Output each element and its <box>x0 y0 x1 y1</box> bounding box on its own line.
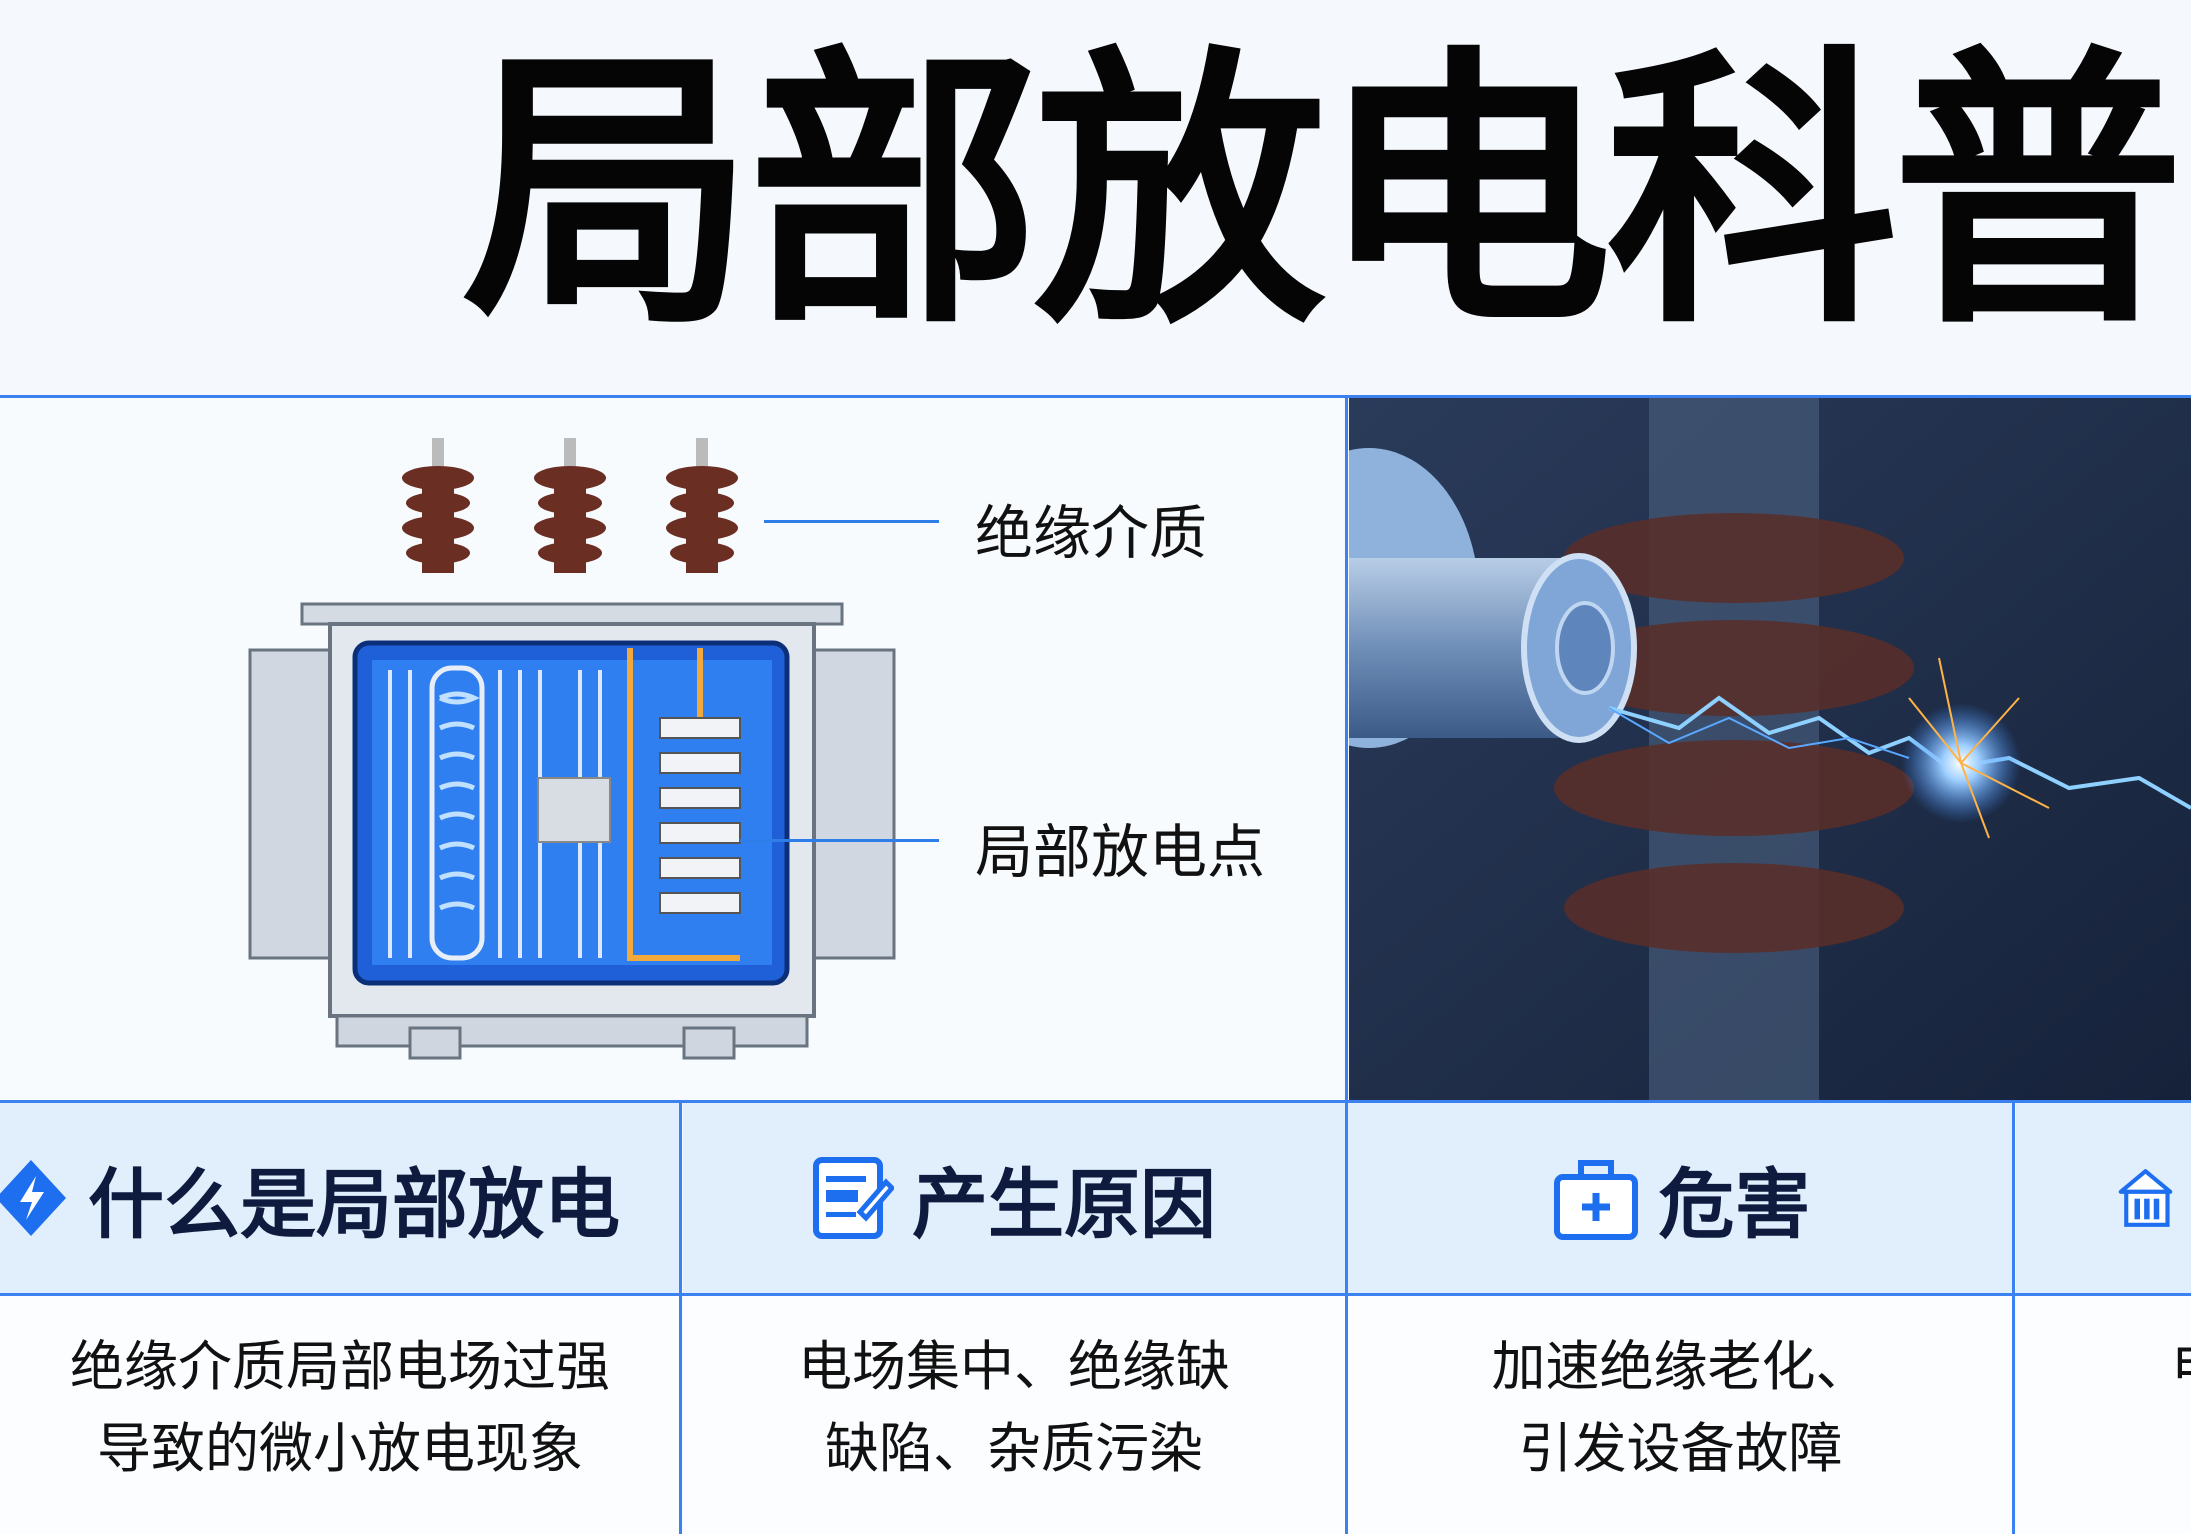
transformer-illustration <box>248 438 896 1060</box>
insulation-label: 绝缘介质 <box>975 499 1208 567</box>
section-heading: 危害 <box>1658 1160 1811 1249</box>
section-body-what: 绝缘介质局部电场过强 导致的微小放电现象 <box>0 1296 680 1534</box>
body-line: 导致的微小放电现象 <box>97 1417 583 1480</box>
lightning-diamond-icon <box>0 1160 66 1236</box>
divider <box>679 1100 682 1534</box>
section-heading: 什么是局部放电 <box>88 1160 620 1249</box>
section-header-what: 什么是局部放电 <box>0 1103 680 1293</box>
divider <box>0 395 2191 398</box>
medical-kit-icon <box>1553 1160 1638 1240</box>
body-line: 电 <box>2171 1326 2191 1408</box>
divider <box>0 1100 2191 1103</box>
body-line: 加速绝缘老化、 <box>1491 1335 1870 1398</box>
bushing-icon <box>534 438 606 573</box>
institution-icon <box>2118 1169 2173 1227</box>
section-body-fourth: 电 <box>2016 1296 2191 1534</box>
leader-line <box>764 520 939 523</box>
body-line: 电场集中、绝缘缺 <box>798 1335 1230 1398</box>
bushing-icon <box>666 438 738 573</box>
divider <box>1345 1100 1348 1534</box>
leader-line <box>740 839 939 842</box>
section-heading: 产生原因 <box>912 1160 1216 1249</box>
section-header-harm: 危害 <box>1348 1103 2013 1293</box>
discharge-point-label: 局部放电点 <box>975 818 1266 886</box>
section-body-harm: 加速绝缘老化、 引发设备故障 <box>1348 1296 2013 1534</box>
discharge-photo <box>1349 398 2191 1100</box>
section-body-causes: 电场集中、绝缘缺 缺陷、杂质污染 <box>683 1296 1345 1534</box>
section-header-causes: 产生原因 <box>683 1103 1345 1293</box>
transformer-diagram: 绝缘介质 局部放电点 <box>0 398 1344 1100</box>
section-header-fourth <box>2016 1103 2191 1293</box>
document-edit-icon <box>813 1157 894 1239</box>
divider <box>2012 1100 2015 1534</box>
divider <box>1345 395 1348 1103</box>
page-title: 局部放电科普 <box>462 23 2184 363</box>
bushing-icon <box>402 438 474 573</box>
body-line: 引发设备故障 <box>1518 1417 1843 1480</box>
divider <box>0 1293 2191 1296</box>
body-line: 绝缘介质局部电场过强 <box>70 1335 610 1398</box>
body-line: 缺陷、杂质污染 <box>825 1417 1203 1480</box>
